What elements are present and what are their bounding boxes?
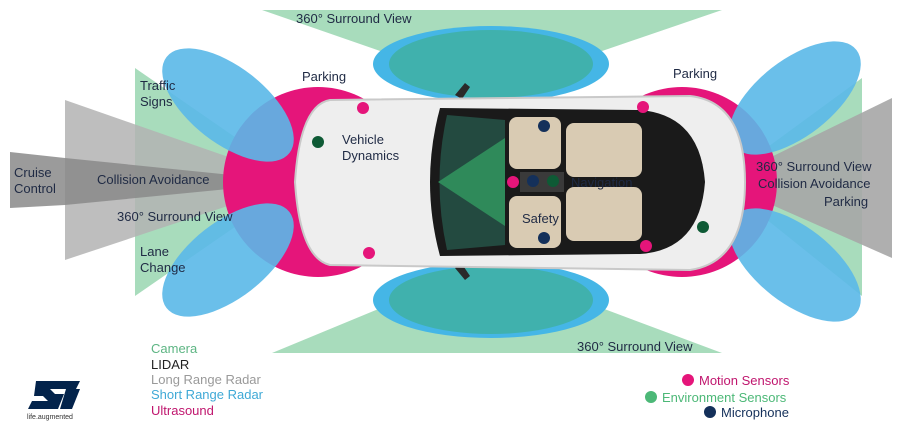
st-logo xyxy=(28,381,80,409)
legend-motion-sensors: Motion Sensors xyxy=(699,373,790,388)
label-vehicle-dynamics: Vehicle Dynamics xyxy=(342,132,400,163)
lidar-left xyxy=(10,152,300,208)
label-parking-left: Parking xyxy=(302,69,347,84)
short-range-radar-left-top xyxy=(162,48,294,162)
car xyxy=(293,83,747,280)
short-range-radar-right-bottom xyxy=(729,208,861,322)
long-range-radar-right xyxy=(720,98,892,258)
label-collision-avoidance-right: Collision Avoidance xyxy=(758,176,871,191)
label-traffic-signs: Traffic Signs xyxy=(140,78,176,109)
label-parking-right: Parking xyxy=(673,66,718,81)
legend-environment-sensors: Environment Sensors xyxy=(662,390,787,405)
short-range-radar-right-top xyxy=(729,41,861,155)
logo-tagline: life.augmented xyxy=(27,414,73,421)
label-cruise-control: Cruise Control xyxy=(14,165,56,196)
label-surround-top: 360° Surround View xyxy=(296,11,412,26)
legend-camera: Camera xyxy=(151,341,198,356)
legend-microphone: Microphone xyxy=(721,405,789,420)
legend-dot-motion xyxy=(682,374,694,386)
microphone-dots xyxy=(527,120,550,244)
environment-sensor-dots xyxy=(312,136,709,233)
label-navigation: Navigation xyxy=(571,175,633,190)
label-lane-change: Lane Change xyxy=(140,244,186,275)
short-range-radar-left-bottom xyxy=(162,203,294,317)
legend-ultrasound: Ultrasound xyxy=(151,403,214,418)
label-surround-right: 360° Surround View xyxy=(756,159,872,174)
legend-lidar: LIDAR xyxy=(151,357,190,372)
legend-short-range-radar: Short Range Radar xyxy=(151,387,264,402)
legend-long-range-radar: Long Range Radar xyxy=(151,372,261,387)
legend-dot-environment xyxy=(645,391,657,403)
motion-sensor-dots xyxy=(357,101,652,259)
label-surround-left: 360° Surround View xyxy=(117,209,233,224)
legend-dot-microphone xyxy=(704,406,716,418)
label-safety: Safety xyxy=(522,211,559,226)
label-surround-bottom: 360° Surround View xyxy=(577,339,693,354)
label-parking-right-side: Parking xyxy=(824,194,869,209)
label-collision-avoidance-left: Collision Avoidance xyxy=(97,172,210,187)
